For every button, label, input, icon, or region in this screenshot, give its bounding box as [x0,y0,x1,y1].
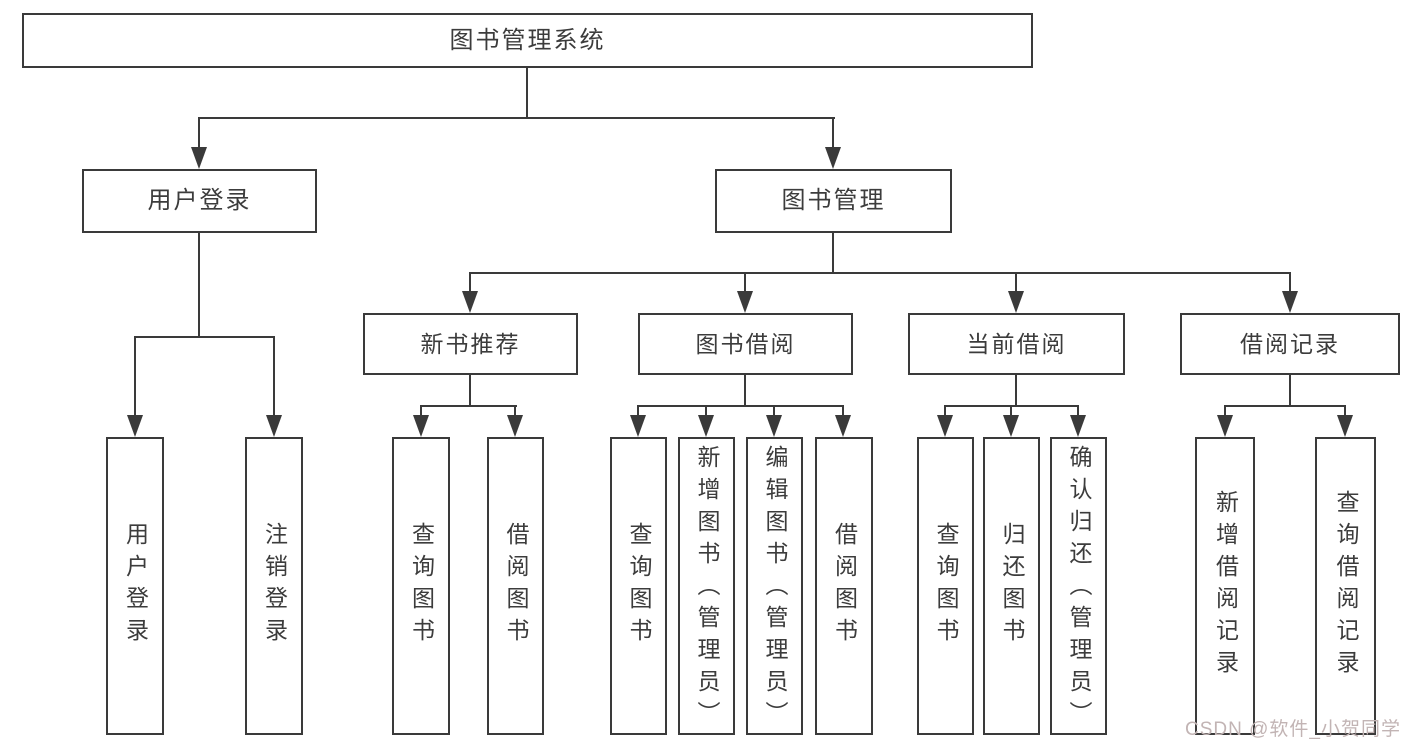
leaf-confirm-return-admin: 确认归还（管理员） [1050,437,1107,735]
connector-line [198,233,200,336]
leaf-query-book-3: 查询图书 [917,437,974,735]
arrow-down-icon [413,415,429,437]
connector-line [1015,375,1017,406]
connector-line [1015,272,1017,293]
arrow-down-icon [1070,415,1086,437]
connector-line [637,405,639,417]
arrow-down-icon [191,147,207,169]
connector-line [832,233,834,274]
node-current-borrow: 当前借阅 [908,313,1125,375]
leaf-query-book-1: 查询图书 [392,437,450,735]
connector-line [134,336,275,338]
arrow-down-icon [698,415,714,437]
connector-line [514,405,516,417]
leaf-query-book-2: 查询图书 [610,437,667,735]
connector-line [773,405,775,417]
connector-line [1077,405,1079,417]
arrow-down-icon [507,415,523,437]
connector-line [1010,405,1012,417]
connector-line [198,117,835,119]
node-user-login: 用户登录 [82,169,317,233]
connector-line [705,405,707,417]
node-book-borrow: 图书借阅 [638,313,853,375]
leaf-logout: 注销登录 [245,437,303,735]
leaf-borrow-book-1: 借阅图书 [487,437,544,735]
csdn-watermark: CSDN @软件_小贺同学 [1185,719,1401,740]
arrow-down-icon [1282,291,1298,313]
connector-line [744,375,746,406]
connector-line [198,117,200,149]
leaf-add-borrow-record: 新增借阅记录 [1195,437,1255,735]
node-book-management: 图书管理 [715,169,952,233]
leaf-add-book-admin: 新增图书（管理员） [678,437,735,735]
connector-line [842,405,844,417]
connector-line [1224,405,1226,417]
arrow-down-icon [462,291,478,313]
arrow-down-icon [630,415,646,437]
node-root: 图书管理系统 [22,13,1033,68]
leaf-return-book: 归还图书 [983,437,1040,735]
leaf-query-borrow-record: 查询借阅记录 [1315,437,1376,735]
leaf-edit-book-admin: 编辑图书（管理员） [746,437,803,735]
arrow-down-icon [1217,415,1233,437]
connector-line [1344,405,1346,417]
arrow-down-icon [937,415,953,437]
connector-line [744,272,746,293]
node-borrow-records: 借阅记录 [1180,313,1400,375]
arrow-down-icon [1008,291,1024,313]
connector-line [944,405,946,417]
connector-line [420,405,517,407]
leaf-borrow-book-2: 借阅图书 [815,437,873,735]
arrow-down-icon [127,415,143,437]
connector-line [1289,375,1291,406]
connector-line [637,405,844,407]
connector-line [1224,405,1346,407]
arrow-down-icon [737,291,753,313]
connector-line [420,405,422,417]
connector-line [469,272,1291,274]
leaf-user-login: 用户登录 [106,437,164,735]
connector-line [273,336,275,417]
arrow-down-icon [1003,415,1019,437]
connector-line [1289,272,1291,293]
connector-line [469,272,471,293]
arrow-down-icon [835,415,851,437]
connector-line [526,68,528,118]
connector-line [469,375,471,406]
connector-line [832,117,834,149]
arrow-down-icon [1337,415,1353,437]
connector-line [134,336,136,417]
arrow-down-icon [766,415,782,437]
arrow-down-icon [825,147,841,169]
arrow-down-icon [266,415,282,437]
node-new-book-recommend: 新书推荐 [363,313,578,375]
